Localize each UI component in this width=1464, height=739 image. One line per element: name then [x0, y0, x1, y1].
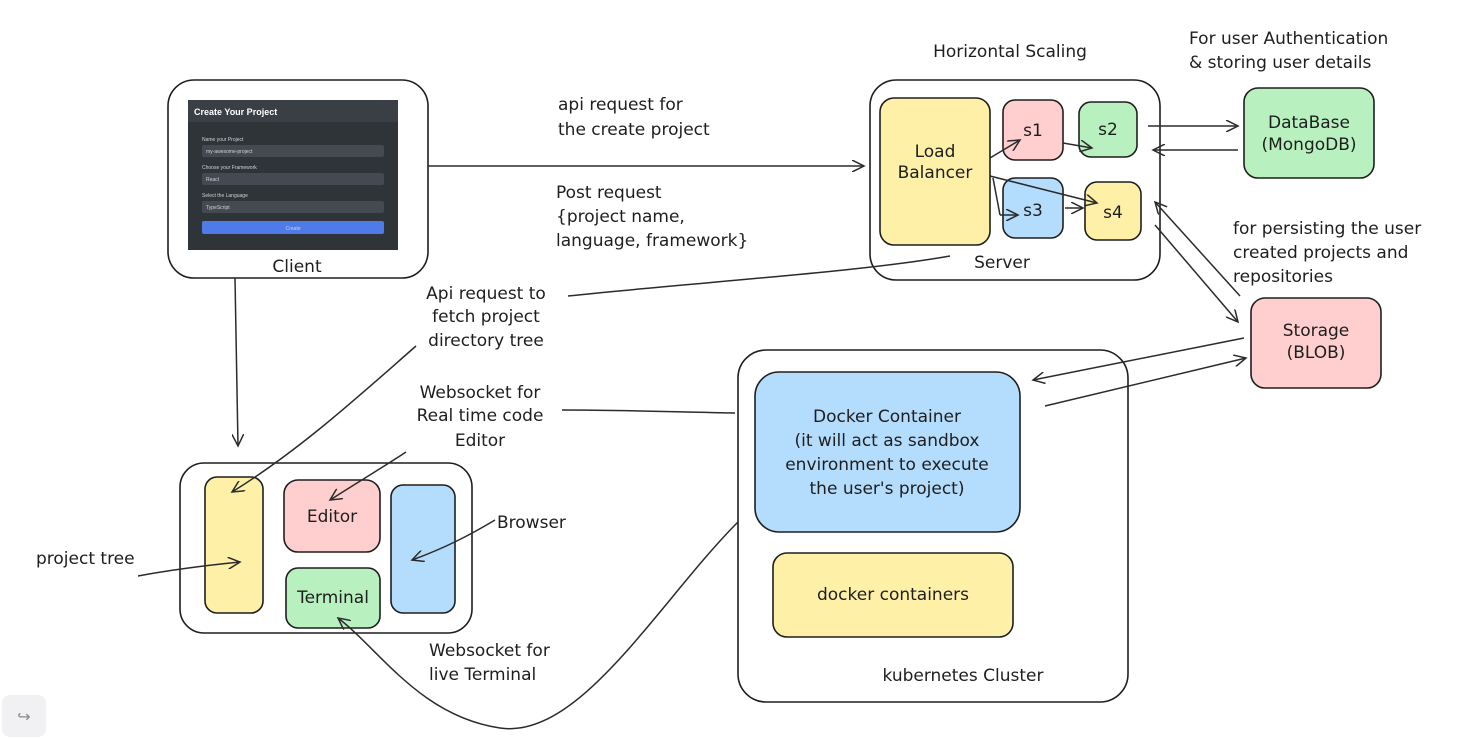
- client-box: Create Your Project Name your Project my…: [167, 79, 429, 279]
- browser-panel: [390, 484, 456, 614]
- storage-label-2: (BLOB): [1287, 343, 1346, 363]
- terminal-panel: [285, 567, 381, 629]
- create-button-label: Create: [285, 226, 300, 232]
- docker-label-2: (it will act as sandbox: [795, 431, 980, 451]
- s2-label: s2: [1098, 120, 1118, 140]
- client-form-screenshot: Create Your Project Name your Project my…: [188, 100, 398, 250]
- persist-note-1: for persisting the user: [1233, 219, 1421, 239]
- arrow-lb-to-s3-line: [992, 177, 1001, 216]
- ide-box: Editor Terminal: [179, 462, 473, 634]
- line-server-to-tree-note: [567, 255, 951, 297]
- arrow-lb-to-s1: [989, 140, 1020, 159]
- load-balancer-label-1: Load: [915, 142, 956, 162]
- ws-editor-note-1: Websocket for: [420, 383, 541, 403]
- storage-node: [1250, 297, 1382, 389]
- arrow-client-to-ide: [235, 277, 238, 446]
- s4-label: s4: [1103, 203, 1123, 223]
- post-note-1: Post request: [556, 183, 662, 203]
- database-node: [1243, 87, 1375, 179]
- docker-container-node: [754, 371, 1021, 533]
- docker-label-1: Docker Container: [813, 407, 961, 427]
- project-tree-panel: [204, 476, 264, 614]
- arrow-k8s-to-terminal: [338, 521, 739, 730]
- auth-note-2: & storing user details: [1189, 53, 1372, 73]
- s3-label: s3: [1023, 201, 1043, 221]
- kubernetes-cluster: Docker Container (it will act as sandbox…: [737, 349, 1129, 703]
- field2-label: Choose your Framework: [202, 165, 257, 171]
- s1-label: s1: [1023, 121, 1043, 141]
- arrow-docker-to-storage: [1044, 358, 1246, 407]
- persist-note-2: created projects and: [1233, 243, 1408, 263]
- framework-select[interactable]: [202, 173, 384, 185]
- docker-containers-node: [772, 552, 1014, 638]
- arrow-browser-note-to-browser: [412, 519, 496, 560]
- arrow-lb-to-s4: [989, 175, 1097, 203]
- api-tree-note-2: fetch project: [432, 307, 540, 327]
- arrow-s1-to-s2: [1062, 143, 1092, 148]
- field1-label: Name your Project: [202, 137, 244, 143]
- editor-label: Editor: [307, 507, 357, 527]
- ws-terminal-note-1: Websocket for: [429, 641, 550, 661]
- ws-editor-note-3: Editor: [455, 431, 505, 451]
- browser-note: Browser: [497, 513, 566, 533]
- editor-panel: [283, 479, 381, 553]
- api-tree-note-1: Api request to: [426, 284, 546, 304]
- ws-terminal-note-2: live Terminal: [429, 665, 536, 685]
- ws-editor-note-2: Real time code: [417, 406, 544, 426]
- arrow-tree-note-to-project-tree: [232, 345, 417, 492]
- database-label-2: (MongoDB): [1261, 135, 1356, 155]
- undo-icon: ↪: [17, 706, 31, 726]
- load-balancer: [879, 97, 991, 246]
- server-s3: [1002, 177, 1064, 239]
- api-create-note-2: the create project: [558, 120, 710, 140]
- arrow-editor-note-to-editor: [330, 451, 407, 500]
- kubernetes-label: kubernetes Cluster: [883, 666, 1044, 686]
- database-label-1: DataBase: [1268, 113, 1350, 133]
- field3-label: Select the Language: [202, 193, 248, 199]
- post-note-2: {project name,: [556, 207, 685, 227]
- server-label: Server: [974, 253, 1030, 273]
- server-box: Load Balancer s1 s2 s3 s4 Server: [869, 79, 1161, 281]
- undo-button[interactable]: ↪: [2, 695, 46, 737]
- arrow-tree-note-to-tree-panel: [137, 562, 240, 577]
- client-label: Client: [272, 257, 322, 277]
- docker-containers-label: docker containers: [817, 585, 969, 605]
- form-title: Create Your Project: [194, 107, 277, 117]
- project-tree-note: project tree: [36, 549, 135, 569]
- field3-value: TypeScript: [206, 205, 230, 211]
- arrow-server-to-storage: [1154, 224, 1238, 322]
- create-button[interactable]: [202, 221, 384, 234]
- connectors: [137, 126, 1246, 730]
- horizontal-scaling-label: Horizontal Scaling: [933, 42, 1087, 62]
- language-select[interactable]: [202, 201, 384, 213]
- terminal-label: Terminal: [296, 588, 369, 608]
- load-balancer-label-2: Balancer: [898, 163, 973, 183]
- field2-value: React: [206, 177, 220, 183]
- field1-placeholder: my-awesome-project: [206, 149, 253, 155]
- api-tree-note-3: directory tree: [428, 331, 544, 351]
- docker-label-3: environment to execute: [785, 455, 989, 475]
- persist-note-3: repositories: [1233, 267, 1333, 287]
- storage-label-1: Storage: [1283, 321, 1350, 341]
- server-s4: [1084, 181, 1142, 241]
- api-create-note-1: api request for: [558, 95, 683, 115]
- arrow-storage-to-server: [1155, 202, 1241, 297]
- line-docker-to-editor-note: [561, 409, 736, 414]
- arrow-storage-to-docker: [1033, 337, 1245, 380]
- auth-note-1: For user Authentication: [1189, 29, 1388, 49]
- project-name-input[interactable]: [202, 145, 384, 157]
- docker-label-4: the user's project): [810, 479, 965, 499]
- post-note-3: language, framework}: [556, 231, 748, 251]
